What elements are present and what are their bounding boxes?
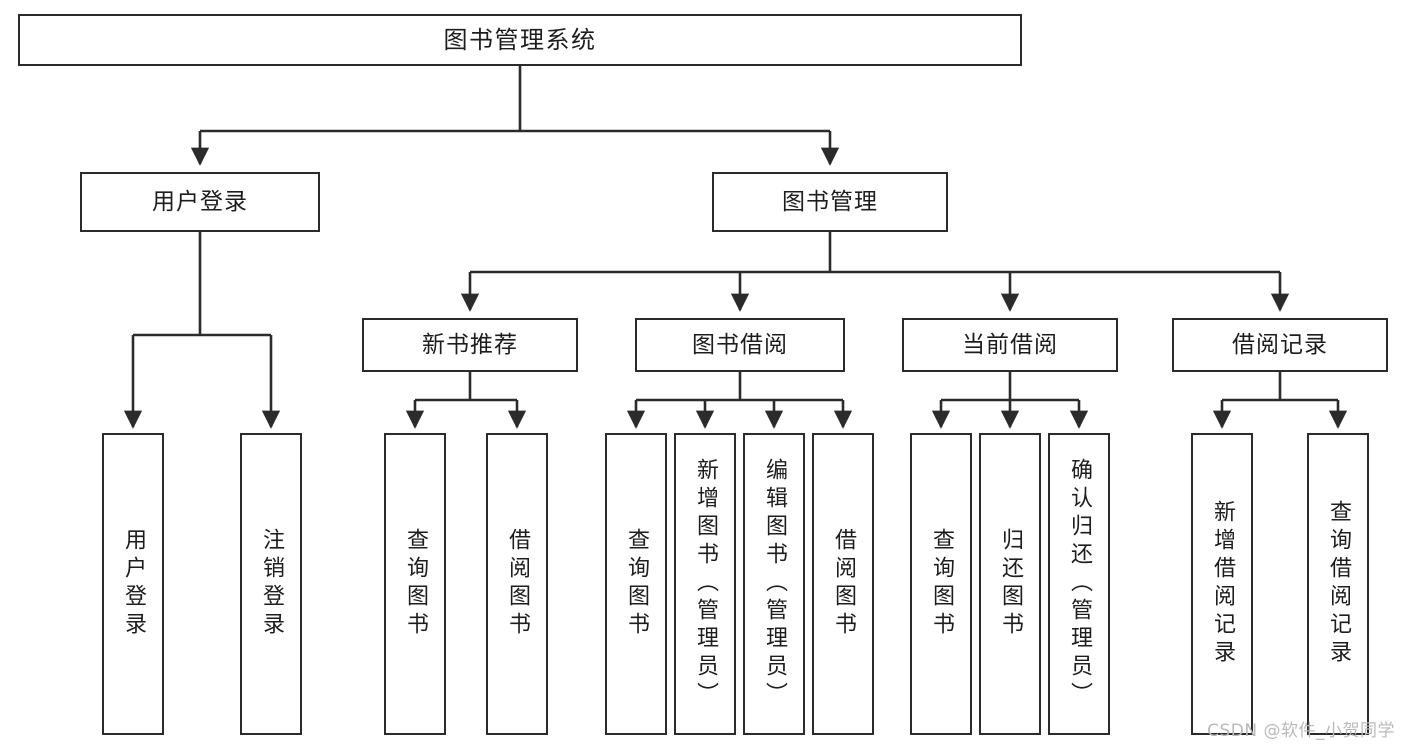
node-label: 图书借阅 — [692, 331, 788, 358]
leaf-add-book-admin[interactable]: 新增图书（管理员） — [674, 433, 736, 735]
node-label: 查询借阅记录 — [1326, 500, 1351, 668]
node-book-borrow[interactable]: 图书借阅 — [635, 318, 845, 372]
node-label: 用户登录 — [152, 188, 248, 215]
leaf-logout-login[interactable]: 注销登录 — [240, 433, 302, 735]
leaf-return-book[interactable]: 归还图书 — [979, 433, 1041, 735]
node-label: 注销登录 — [259, 528, 284, 640]
node-label: 新增图书（管理员） — [693, 458, 718, 710]
node-label: 当前借阅 — [962, 331, 1058, 358]
node-label: 图书管理系统 — [443, 26, 597, 54]
leaf-confirm-return-admin[interactable]: 确认归还（管理员） — [1048, 433, 1110, 735]
node-label: 新增借阅记录 — [1210, 500, 1235, 668]
node-borrow-record[interactable]: 借阅记录 — [1172, 318, 1388, 372]
node-label: 借阅图书 — [831, 528, 856, 640]
csdn-watermark: CSDN @软件_小贺同学 — [1207, 721, 1395, 741]
leaf-borrow-book-new-recommend[interactable]: 借阅图书 — [486, 433, 548, 735]
node-label: 确认归还（管理员） — [1067, 458, 1092, 710]
node-label: 查询图书 — [929, 528, 954, 640]
leaf-borrow-book-borrow[interactable]: 借阅图书 — [812, 433, 874, 735]
node-label: 借阅记录 — [1232, 331, 1328, 358]
node-label: 归还图书 — [998, 528, 1023, 640]
leaf-user-login[interactable]: 用户登录 — [102, 433, 164, 735]
node-book-management[interactable]: 图书管理 — [712, 172, 948, 232]
leaf-query-book-new-recommend[interactable]: 查询图书 — [384, 433, 446, 735]
node-label: 图书管理 — [782, 188, 878, 215]
node-label: 新书推荐 — [422, 331, 518, 358]
leaf-query-book-borrow[interactable]: 查询图书 — [605, 433, 667, 735]
node-label: 借阅图书 — [505, 528, 530, 640]
leaf-query-borrow-record[interactable]: 查询借阅记录 — [1307, 433, 1369, 735]
leaf-edit-book-admin[interactable]: 编辑图书（管理员） — [743, 433, 805, 735]
node-label: 查询图书 — [403, 528, 428, 640]
leaf-add-borrow-record[interactable]: 新增借阅记录 — [1191, 433, 1253, 735]
node-user-login[interactable]: 用户登录 — [80, 172, 320, 232]
node-label: 用户登录 — [121, 528, 146, 640]
node-root-book-management-system[interactable]: 图书管理系统 — [18, 14, 1022, 66]
leaf-query-book-current[interactable]: 查询图书 — [910, 433, 972, 735]
node-new-book-recommend[interactable]: 新书推荐 — [362, 318, 578, 372]
node-current-borrow[interactable]: 当前借阅 — [902, 318, 1118, 372]
node-label: 编辑图书（管理员） — [762, 458, 787, 710]
node-label: 查询图书 — [624, 528, 649, 640]
